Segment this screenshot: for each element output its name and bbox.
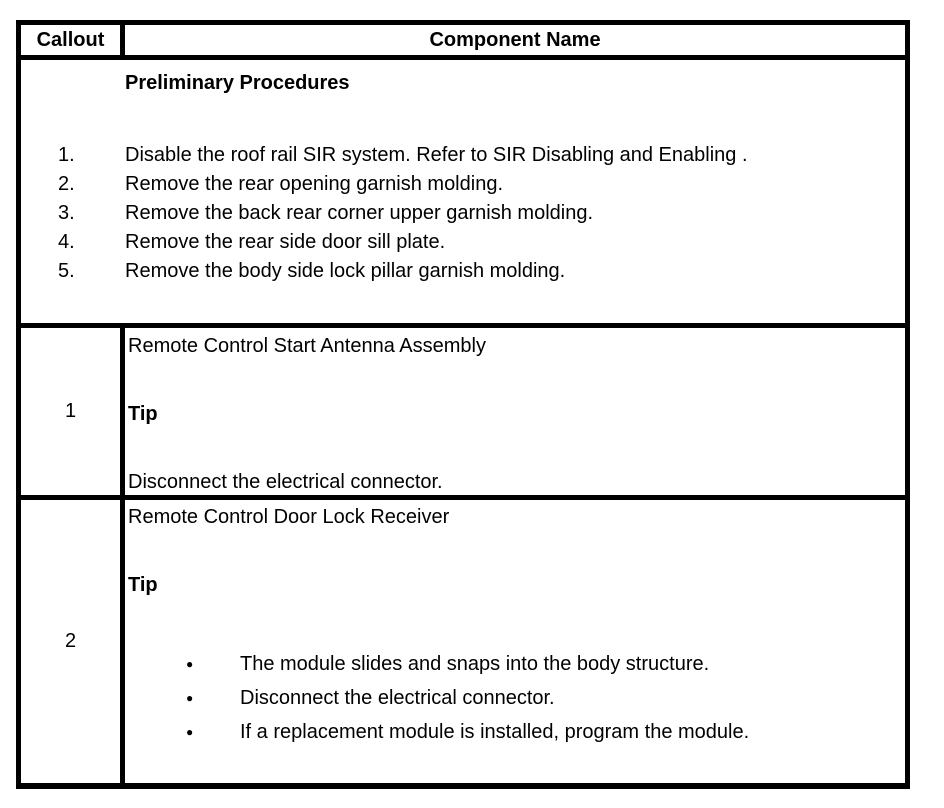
step-number: 5.	[58, 260, 75, 282]
callout-number-2: 2	[21, 500, 120, 783]
list-item: 1. Disable the roof rail SIR system. Ref…	[21, 141, 905, 170]
step-number: 3.	[58, 202, 75, 224]
header-component-name: Component Name	[125, 25, 905, 55]
preliminary-procedures-title: Preliminary Procedures	[125, 72, 350, 94]
list-item: ● The module slides and snaps into the b…	[128, 647, 899, 681]
bullet-text: The module slides and snaps into the bod…	[240, 653, 710, 675]
component-name: Remote Control Start Antenna Assembly	[128, 335, 486, 357]
bullet-icon: ●	[186, 691, 194, 705]
preliminary-procedures-cell: Preliminary Procedures 1. Disable the ro…	[21, 60, 905, 323]
header-callout: Callout	[21, 25, 120, 55]
list-item: ● If a replacement module is installed, …	[128, 715, 899, 749]
preliminary-steps-list: 1. Disable the roof rail SIR system. Ref…	[21, 141, 905, 286]
tip-label: Tip	[128, 574, 158, 596]
step-text: Remove the rear side door sill plate.	[125, 231, 446, 253]
component-table: Callout Component Name Preliminary Proce…	[16, 20, 910, 789]
callout-number-1: 1	[21, 328, 120, 495]
step-number: 1.	[58, 144, 75, 166]
component-name: Remote Control Door Lock Receiver	[128, 506, 450, 528]
step-number: 2.	[58, 173, 75, 195]
bullet-icon: ●	[186, 725, 194, 739]
step-number: 4.	[58, 231, 75, 253]
component-cell-receiver: Remote Control Door Lock Receiver Tip ● …	[125, 500, 905, 783]
bullet-icon: ●	[186, 657, 194, 671]
list-item: ● Disconnect the electrical connector.	[128, 681, 899, 715]
tip-label: Tip	[128, 403, 158, 425]
tip-text: Disconnect the electrical connector.	[128, 471, 443, 493]
step-text: Remove the body side lock pillar garnish…	[125, 260, 566, 282]
component-cell-antenna: Remote Control Start Antenna Assembly Ti…	[125, 328, 905, 495]
tip-bullet-list: ● The module slides and snaps into the b…	[128, 647, 899, 749]
list-item: 5. Remove the body side lock pillar garn…	[21, 257, 905, 286]
list-item: 2. Remove the rear opening garnish moldi…	[21, 170, 905, 199]
list-item: 3. Remove the back rear corner upper gar…	[21, 199, 905, 228]
step-text: Remove the back rear corner upper garnis…	[125, 202, 594, 224]
list-item: 4. Remove the rear side door sill plate.	[21, 228, 905, 257]
bullet-text: If a replacement module is installed, pr…	[240, 721, 750, 743]
bullet-text: Disconnect the electrical connector.	[240, 687, 555, 709]
step-text: Remove the rear opening garnish molding.	[125, 173, 503, 195]
step-text: Disable the roof rail SIR system. Refer …	[125, 144, 748, 166]
